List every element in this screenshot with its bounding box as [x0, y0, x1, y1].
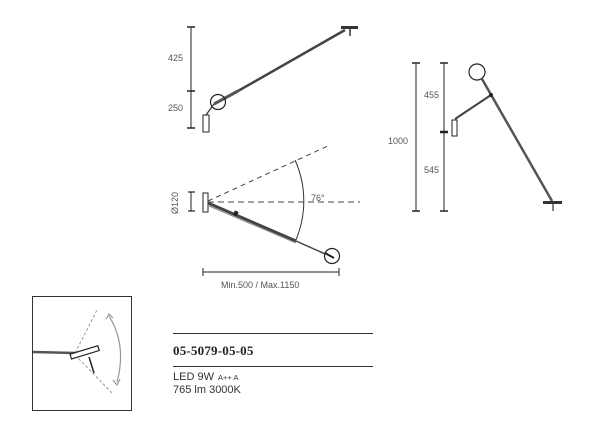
dim-1000: 1000 [388, 136, 408, 146]
mount-plate-icon [341, 26, 358, 29]
light-output: 765 lm 3000K [173, 384, 241, 396]
dim-diameter: Ø120 [170, 192, 180, 214]
floor-base-icon [543, 201, 562, 204]
angle-label: 76° [311, 193, 325, 203]
dim-545: 545 [424, 165, 439, 175]
detail-view-thumbnail [32, 296, 132, 411]
divider-bottom [173, 366, 373, 367]
energy-class: A++ A [217, 373, 239, 382]
product-code: 05-5079-05-05 [173, 343, 254, 358]
dim-250: 250 [168, 103, 183, 113]
floor-view: 1000 455 545 [388, 62, 562, 212]
head-rotation-icon [32, 309, 122, 395]
top-view: Ø120 76° Min.500 / Max.1150 [170, 144, 360, 290]
dim-425: 425 [168, 53, 183, 63]
light-source: LED 9W [173, 371, 214, 383]
side-view: 425 250 [168, 26, 358, 133]
divider-top [173, 333, 373, 334]
dim-455: 455 [424, 90, 439, 100]
reach-label: Min.500 / Max.1150 [221, 280, 299, 290]
